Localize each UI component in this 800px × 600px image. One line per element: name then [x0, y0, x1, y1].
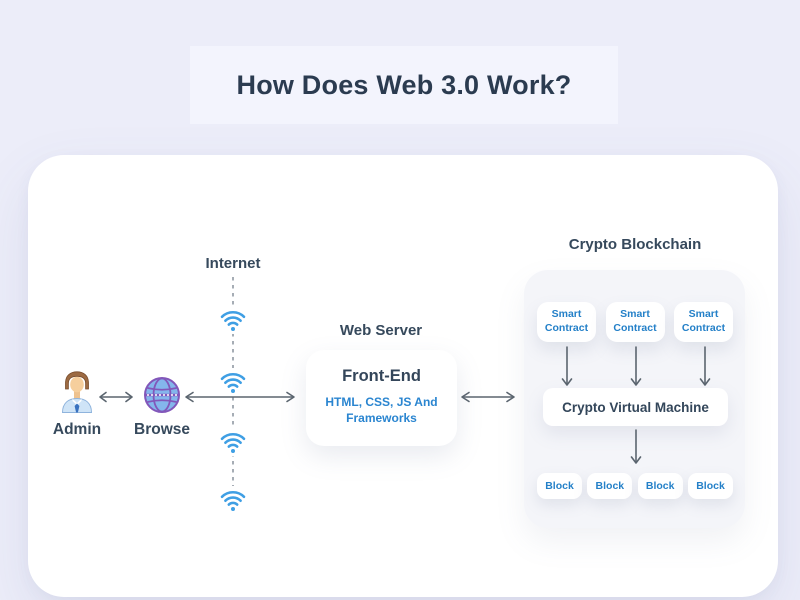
arrow-contract-to-vm [630, 346, 642, 386]
arrow-browse-frontend [185, 391, 295, 403]
person-icon [57, 369, 97, 418]
browse-label: Browse [134, 421, 190, 438]
block-box: Block [587, 473, 633, 499]
arrow-contract-to-vm [561, 346, 573, 386]
front-end-subtitle: HTML, CSS, JS And Frameworks [325, 395, 438, 426]
arrow-contract-to-vm [699, 346, 711, 386]
wifi-icon [217, 368, 249, 396]
smart-contract-row: Smart Contract Smart Contract Smart Cont… [537, 302, 733, 342]
front-end-title: Front-End [342, 367, 421, 385]
globe-icon [143, 376, 181, 419]
crypto-virtual-machine-box: Crypto Virtual Machine [543, 388, 728, 426]
arrow-frontend-blockchain [461, 391, 515, 403]
arrow-vm-to-blocks [630, 429, 642, 464]
blockchain-panel: Smart Contract Smart Contract Smart Cont… [524, 270, 745, 528]
front-end-box: Front-End HTML, CSS, JS And Frameworks [306, 350, 457, 446]
block-row: Block Block Block Block [537, 473, 733, 499]
block-box: Block [537, 473, 582, 499]
internet-label: Internet [205, 255, 261, 272]
wifi-icon [217, 306, 249, 334]
web-server-label: Web Server [339, 322, 423, 339]
block-box: Block [637, 473, 683, 499]
wifi-icon [217, 486, 249, 514]
diagram-card: Internet Admin [28, 155, 778, 597]
smart-contract-box: Smart Contract [605, 302, 665, 342]
crypto-blockchain-label: Crypto Blockchain [568, 236, 702, 253]
smart-contract-box: Smart Contract [674, 302, 733, 342]
admin-label: Admin [52, 421, 102, 438]
wifi-icon [217, 428, 249, 456]
block-box: Block [687, 473, 733, 499]
page-title: How Does Web 3.0 Work? [236, 69, 572, 100]
smart-contract-box: Smart Contract [537, 302, 596, 342]
title-banner: How Does Web 3.0 Work? [190, 46, 618, 124]
arrow-admin-browse [99, 391, 133, 403]
